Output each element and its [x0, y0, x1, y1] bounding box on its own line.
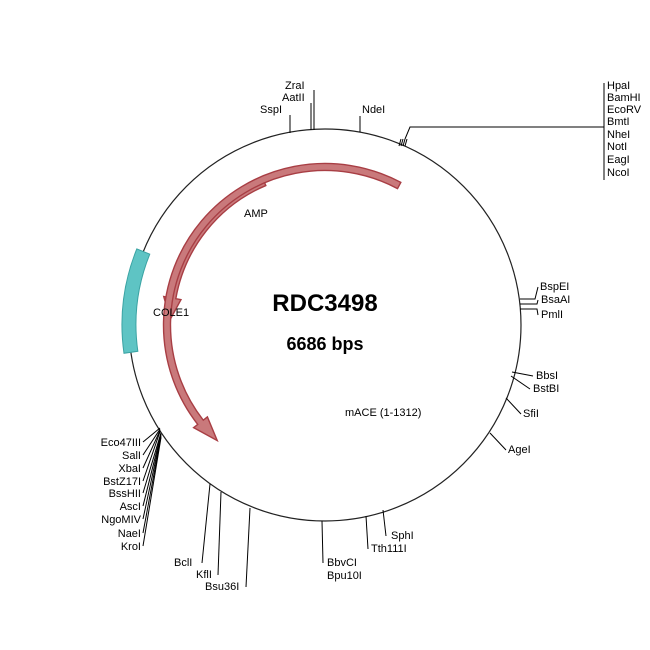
leader-sphi: [382, 509, 387, 537]
site-label-bcli: BclI: [174, 557, 192, 569]
leader-mcs-tick-2: [402, 138, 406, 147]
site-label-bstbi: BstBI: [533, 383, 559, 395]
site-label-nhei: NheI: [607, 129, 630, 141]
amp-feature-arrow: [162, 178, 267, 322]
site-label-bbvci: BbvCI: [327, 557, 357, 569]
leader-mcs-tick-1: [400, 138, 404, 147]
leader-tth111i: [365, 515, 369, 550]
site-label-bsshii: BssHII: [109, 488, 141, 500]
site-label-noti: NotI: [607, 141, 627, 153]
site-label-eco47iii: Eco47III: [101, 437, 141, 449]
plasmid-size: 6686 bps: [286, 334, 363, 354]
feature-label-cole1: COLE1: [153, 307, 189, 319]
feature-layer: [121, 162, 402, 443]
site-label-ecorv: EcoRV: [607, 104, 642, 116]
site-label-bamhi: BamHI: [607, 92, 641, 104]
leader-pmli: [520, 308, 539, 316]
backbone-circle: [128, 128, 522, 522]
cole1-origin-block: [121, 248, 151, 354]
leader-left-0: [142, 427, 161, 443]
leader-bspei: [520, 286, 539, 300]
site-label-bmti: BmtI: [607, 116, 630, 128]
site-label-aatii: AatII: [282, 92, 305, 104]
site-label-sali: SalI: [122, 450, 141, 462]
leader-left-5: [142, 433, 162, 507]
leader-bbsi: [511, 371, 534, 377]
feature-label-mace: mACE (1-1312): [345, 407, 421, 419]
site-label-xbai: XbaI: [118, 463, 141, 475]
leader-left-6: [142, 435, 162, 520]
site-label-naei: NaeI: [118, 528, 141, 540]
site-label-bbsi: BbsI: [536, 370, 558, 382]
leader-left-8: [142, 437, 162, 547]
site-label-ncoi: NcoI: [607, 167, 630, 179]
site-label-sphi: SphI: [391, 530, 414, 542]
site-label-agei: AgeI: [508, 444, 531, 456]
leader-left-4: [142, 432, 162, 494]
leader-bbvci: [321, 520, 324, 564]
site-label-bsaai: BsaAI: [541, 294, 570, 306]
site-label-sspi: SspI: [260, 104, 282, 116]
site-label-hpai: HpaI: [607, 80, 630, 92]
leader-agei: [489, 432, 507, 451]
site-label-bstz17i: BstZ17I: [103, 476, 141, 488]
leader-kfli: [217, 491, 222, 576]
site-label-ndei: NdeI: [362, 104, 385, 116]
leader-left-7: [142, 436, 162, 534]
leader-left-1: [142, 428, 161, 456]
mace-feature-arrow: [162, 162, 402, 443]
leader-bcli: [201, 483, 211, 564]
feature-label-amp: AMP: [244, 208, 268, 220]
site-label-sfii: SfiI: [523, 408, 539, 420]
site-label-bspei: BspEI: [540, 281, 569, 293]
site-label-zrai: ZraI: [285, 80, 305, 92]
site-label-bpu10i: Bpu10I: [327, 570, 362, 582]
site-leader-lines: [142, 83, 605, 588]
leader-bsaai: [520, 299, 539, 305]
leader-sfii: [505, 397, 522, 415]
leader-left-2: [142, 430, 161, 469]
leader-mcs-tick-3: [404, 138, 408, 147]
site-label-ngomiv: NgoMIV: [101, 514, 141, 526]
site-label-tth111i: Tth111I: [371, 543, 407, 555]
site-label-eagi: EagI: [607, 154, 630, 166]
leader-left-3: [142, 431, 161, 482]
site-label-asci: AscI: [120, 501, 141, 513]
leader-bsu36i: [245, 507, 251, 588]
site-label-kfli: KflI: [196, 569, 212, 581]
site-label-bsu36i: Bsu36I: [205, 581, 239, 593]
site-label-pmli: PmlI: [541, 309, 563, 321]
plasmid-name: RDC3498: [272, 290, 377, 317]
leader-bstbi: [510, 375, 531, 390]
leader-mcs-cluster: [404, 126, 604, 140]
site-label-kroi: KroI: [121, 541, 141, 553]
leader-mcs-tick-0: [398, 138, 402, 147]
